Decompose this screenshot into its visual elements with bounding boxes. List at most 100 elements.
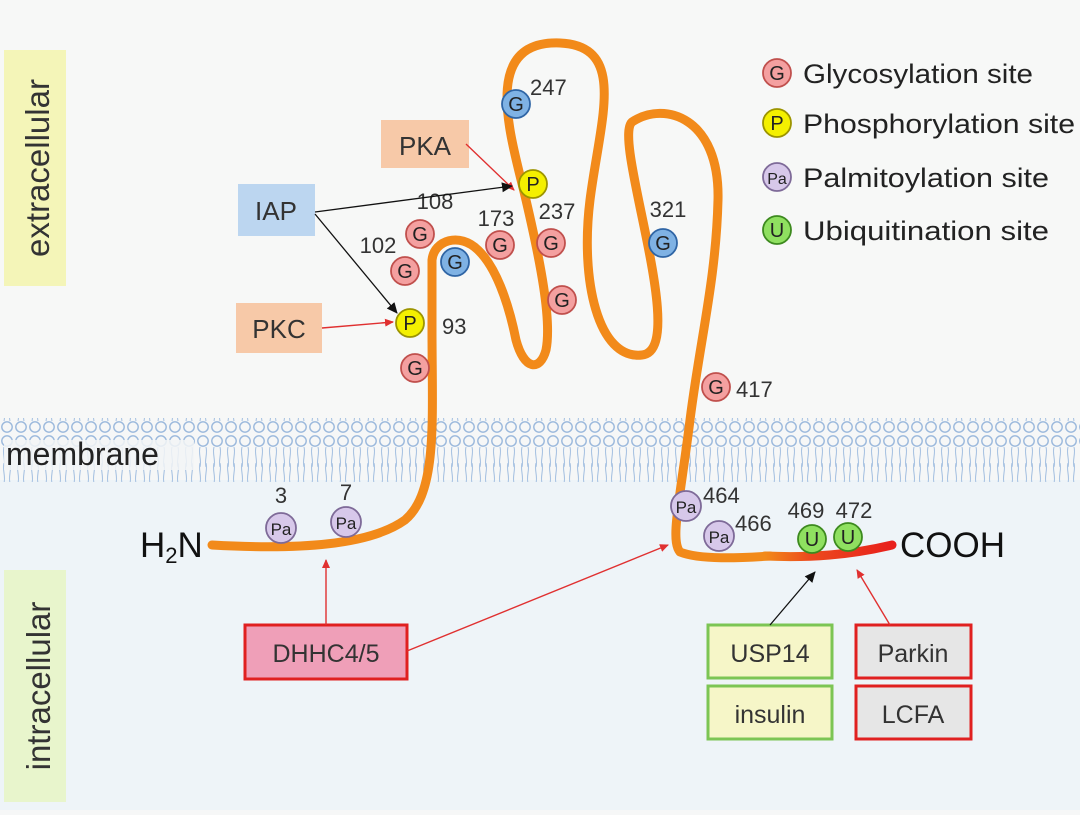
- usp14-label: USP14: [730, 640, 809, 668]
- site-symbol: Pa: [336, 514, 357, 533]
- site-marker-ubiq: U 469: [788, 498, 827, 554]
- site-symbol: G: [412, 224, 428, 246]
- site-circle: [330, 506, 362, 538]
- dhhc-label: DHHC4/5: [273, 640, 380, 668]
- extracellular-label: extracellular: [19, 79, 56, 257]
- site-circle: [395, 308, 425, 338]
- site-symbol: G: [655, 233, 671, 255]
- lcfa-label: LCFA: [882, 701, 945, 729]
- legend-swatch: [762, 162, 792, 192]
- parkin-label: Parkin: [878, 640, 949, 668]
- site-number: 469: [788, 498, 825, 523]
- legend-swatch: [762, 215, 792, 245]
- site-circle: [833, 522, 863, 552]
- site-marker-glyco_blue: G 247: [501, 75, 567, 119]
- site-number: 247: [530, 75, 567, 100]
- site-symbol: G: [543, 233, 559, 255]
- site-number: 93: [442, 314, 466, 339]
- site-marker-glyco: G 173: [478, 206, 515, 260]
- site-symbol: G: [708, 377, 724, 399]
- site-circle: [440, 247, 470, 277]
- legend-label: Palmitoylation site: [803, 163, 1049, 193]
- site-symbol: G: [508, 94, 524, 116]
- site-symbol: P: [526, 174, 539, 196]
- site-circle: [701, 372, 731, 402]
- extracellular-label-bg: [4, 50, 66, 286]
- protein-c-tail: [760, 540, 897, 562]
- site-symbol: U: [805, 529, 819, 551]
- pka-arrow: [465, 143, 515, 191]
- site-number: 108: [417, 189, 454, 214]
- site-marker-glyco: G: [400, 353, 430, 383]
- pka-box: [381, 120, 469, 168]
- legend-swatch: [762, 58, 792, 88]
- site-symbol: G: [407, 358, 423, 380]
- membrane-label: membrane: [6, 436, 159, 472]
- site-circle: [670, 490, 702, 522]
- insulin-box: [706, 684, 834, 741]
- site-circle: [501, 89, 531, 119]
- site-circle: [518, 169, 548, 199]
- site-marker-glyco_blue: G 321: [648, 197, 687, 258]
- intracellular-label: intracellular: [20, 602, 57, 771]
- legend-symbol: U: [770, 220, 784, 242]
- lcfa-box: [854, 684, 973, 741]
- pka-label: PKA: [399, 131, 452, 161]
- site-symbol: U: [841, 527, 855, 549]
- site-circle: [485, 230, 515, 260]
- parkin-box: [854, 623, 973, 680]
- site-marker-glyco: G: [547, 285, 577, 315]
- site-circle: [390, 256, 420, 286]
- site-number: 321: [650, 197, 687, 222]
- site-symbol: Pa: [709, 528, 730, 547]
- site-circle: [400, 353, 430, 383]
- membrane-label-bg: [4, 440, 194, 470]
- site-number: 417: [736, 377, 773, 402]
- site-marker-palm: Pa 466: [703, 511, 772, 552]
- iap-to-108-arrow: [314, 182, 513, 213]
- site-number: 472: [836, 498, 873, 523]
- site-marker-glyco: G 108: [405, 189, 454, 249]
- legend-symbol: P: [770, 113, 783, 135]
- site-circle: [405, 219, 435, 249]
- legend-label: Glycosylation site: [803, 59, 1033, 89]
- site-circle: [547, 285, 577, 315]
- usp14-arrow: [769, 571, 816, 626]
- legend-symbol: Pa: [767, 171, 787, 188]
- legend-swatch: [762, 108, 792, 138]
- site-marker-palm: Pa 3: [265, 483, 297, 544]
- site-symbol: Pa: [271, 520, 292, 539]
- iap-to-93-arrow: [314, 213, 398, 314]
- pkc-arrow: [321, 318, 394, 329]
- site-symbol: G: [554, 290, 570, 312]
- dhhc-to-cterm-arrow: [406, 544, 669, 652]
- site-circle: [265, 512, 297, 544]
- site-marker-glyco_blue: G: [440, 247, 470, 277]
- site-marker-phospho: P: [518, 169, 548, 199]
- site-number: 466: [735, 511, 772, 536]
- site-marker-ubiq: U 472: [833, 498, 873, 552]
- site-number: 173: [478, 206, 515, 231]
- pkc-box: [236, 303, 322, 353]
- intracellular-label-bg: [4, 570, 66, 802]
- site-number: 102: [360, 233, 397, 258]
- site-number: 3: [275, 483, 287, 508]
- parkin-arrow: [856, 569, 891, 626]
- iap-label: IAP: [255, 196, 297, 226]
- site-symbol: G: [492, 235, 508, 257]
- site-number: 7: [340, 480, 352, 505]
- site-circle: [703, 520, 735, 552]
- site-symbol: G: [397, 261, 413, 283]
- iap-box: [238, 184, 315, 236]
- legend-label: Phosphorylation site: [803, 109, 1075, 139]
- protein-chain: [207, 38, 775, 563]
- extracellular-zone: [0, 0, 1080, 420]
